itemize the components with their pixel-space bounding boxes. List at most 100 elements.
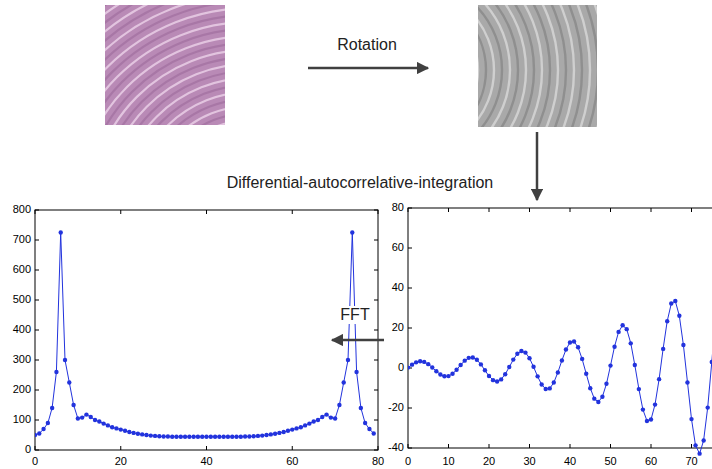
tick [408, 208, 412, 209]
data-point [408, 365, 410, 369]
data-point [243, 434, 247, 438]
data-point [303, 423, 307, 427]
data-point [475, 358, 479, 362]
data-point [46, 421, 50, 425]
tick [35, 210, 36, 214]
fft-plot [33, 210, 378, 450]
data-point [685, 380, 689, 384]
ridge [105, 5, 225, 125]
tick [610, 208, 611, 212]
axis-tick: 400 [13, 323, 31, 336]
axis-tick: -40 [388, 441, 404, 454]
data-point [183, 435, 187, 439]
data-point [681, 343, 685, 347]
data-point [187, 435, 191, 439]
axis-tick: 0 [32, 455, 38, 468]
ridge [478, 5, 542, 127]
data-point [596, 400, 600, 404]
data-point [54, 370, 58, 374]
ridge [478, 5, 526, 127]
data-point [71, 403, 75, 407]
axis-tick: 100 [13, 413, 31, 426]
axis-tick: 10 [442, 455, 454, 468]
ridge [478, 5, 574, 127]
ridge [478, 5, 566, 127]
axis-tick: 80 [392, 201, 404, 214]
data-point [604, 381, 608, 385]
tick [489, 444, 490, 448]
axis-tick: -20 [388, 401, 404, 414]
data-point [153, 434, 157, 438]
data-point [450, 372, 454, 376]
data-point [114, 426, 118, 430]
data-point [174, 435, 178, 439]
data-point [588, 386, 592, 390]
data-point [320, 415, 324, 419]
data-point [281, 430, 285, 434]
axis-tick: 70 [685, 455, 697, 468]
ridge [478, 5, 597, 127]
ridge [105, 5, 225, 125]
data-point [523, 350, 527, 354]
data-point [503, 372, 507, 376]
data-point [84, 412, 88, 416]
tick [35, 210, 39, 211]
data-point [170, 435, 174, 439]
data-point [483, 368, 487, 372]
data-point [269, 432, 273, 436]
ridge [478, 5, 597, 127]
axis-tick: 700 [13, 233, 31, 246]
data-point [507, 365, 511, 369]
data-point [80, 415, 84, 419]
data-point [63, 358, 67, 362]
ridge [478, 5, 494, 127]
tick [610, 444, 611, 448]
tick [651, 208, 652, 212]
data-point [294, 426, 298, 430]
axis-tick: 20 [115, 455, 127, 468]
data-point [35, 433, 37, 437]
tick [691, 444, 692, 448]
signal-plot [406, 208, 712, 456]
data-point [363, 421, 367, 425]
data-point [359, 406, 363, 410]
data-point [689, 417, 693, 421]
data-point [209, 435, 213, 439]
tick [378, 210, 379, 214]
data-point [418, 359, 422, 363]
data-point [123, 429, 127, 433]
data-point [106, 423, 110, 427]
tick [529, 208, 530, 212]
data-point [166, 434, 170, 438]
tick [408, 248, 412, 249]
tick [120, 210, 121, 214]
data-point [127, 430, 131, 434]
tick [448, 208, 449, 212]
axis-tick: 800 [13, 203, 31, 216]
data-point [324, 412, 328, 416]
data-point [463, 358, 467, 362]
data-point [710, 360, 712, 364]
axis-tick: 60 [645, 455, 657, 468]
axis-tick: 20 [483, 455, 495, 468]
data-point [548, 386, 552, 390]
data-point [600, 395, 604, 399]
data-point [487, 374, 491, 378]
ridge [478, 5, 582, 127]
data-point [531, 365, 535, 369]
ridge [478, 5, 518, 127]
axis-tick: 60 [392, 241, 404, 254]
data-point [307, 421, 311, 425]
data-point [251, 434, 255, 438]
data-point [539, 382, 543, 386]
tick [374, 210, 378, 211]
data-point [677, 313, 681, 317]
ridge [478, 5, 597, 127]
tick [374, 360, 378, 361]
data-point [641, 407, 645, 411]
data-point [649, 417, 653, 421]
data-point [657, 377, 661, 381]
axis-tick: 200 [13, 383, 31, 396]
axis-tick: 0 [405, 455, 411, 468]
